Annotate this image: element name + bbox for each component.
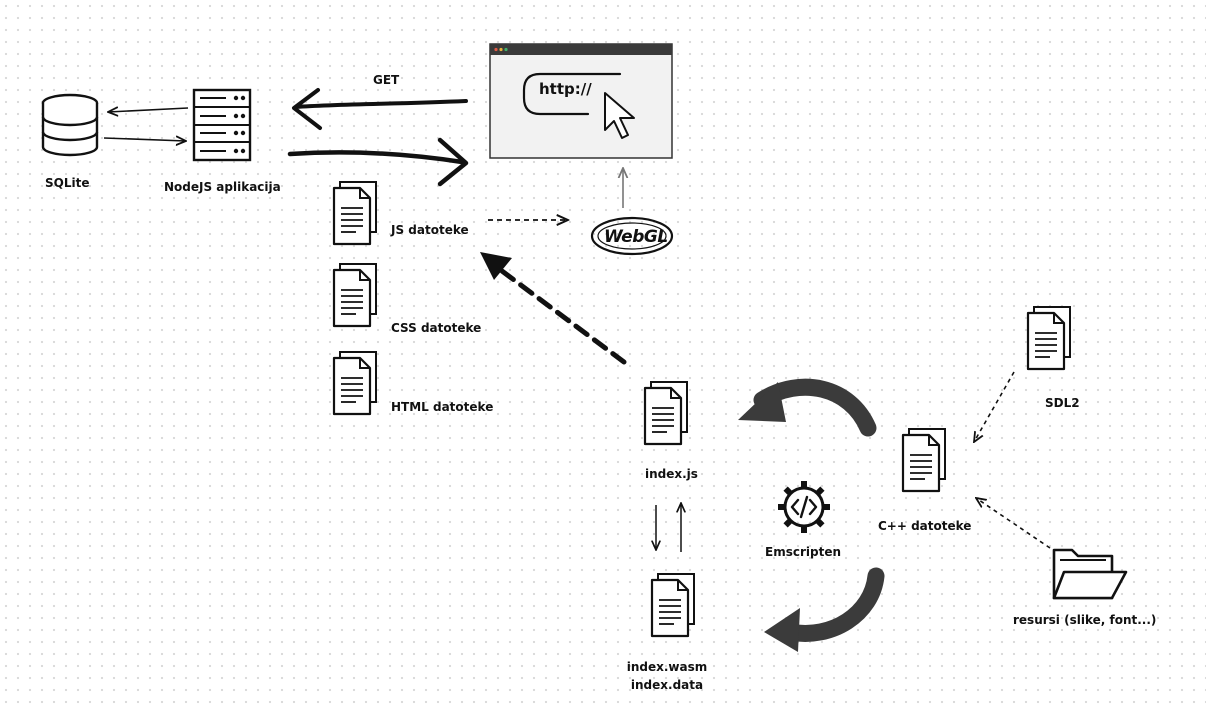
emscripten-label: Emscripten [765,545,841,559]
arrow-sdl2-to-cpp [974,371,1015,442]
arrow-response [287,150,465,165]
database-icon [41,93,99,157]
folder-icon [1052,548,1128,600]
arrow-resources-to-cpp [976,498,1051,549]
cpp-files-document-icon [901,427,947,493]
server-icon [192,88,252,162]
index-wasm-label: index.wasm [626,660,708,674]
webgl-logo-text: WebGL [604,227,668,247]
sdl2-label: SDL2 [1045,396,1080,410]
cursor-icon [604,92,635,139]
index-js-label: index.js [645,467,698,481]
sdl2-document-icon [1026,305,1072,371]
html-files-label: HTML datoteke [391,400,494,414]
arrow-sqlite-to-nodejs [103,138,186,141]
arrow-indexjs-to-js-files [495,265,627,365]
js-files-document-icon [332,180,378,246]
arrow-nodejs-to-sqlite [108,108,189,112]
cpp-files-label: C++ datoteke [878,519,972,533]
gear-code-icon [778,481,830,533]
css-files-document-icon [332,262,378,328]
nodejs-label: NodeJS aplikacija [164,180,281,194]
html-files-document-icon [332,350,378,416]
js-files-label: JS datoteke [391,223,469,237]
sqlite-label: SQLite [45,176,90,190]
browser-window-icon [489,43,673,159]
webgl-logo [590,216,674,256]
resources-label: resursi (slike, font...) [1013,613,1157,627]
index-wasm-document-icon [650,572,696,638]
index-data-label: index.data [630,678,704,692]
browser-url-text: http:// [539,80,592,98]
arrow-get-request [294,99,468,109]
css-files-label: CSS datoteke [391,321,482,335]
arrow-compile-to-indexjs [738,378,877,437]
get-label: GET [373,73,400,87]
index-js-document-icon [643,380,689,446]
arrow-compile-to-wasm [764,567,885,652]
